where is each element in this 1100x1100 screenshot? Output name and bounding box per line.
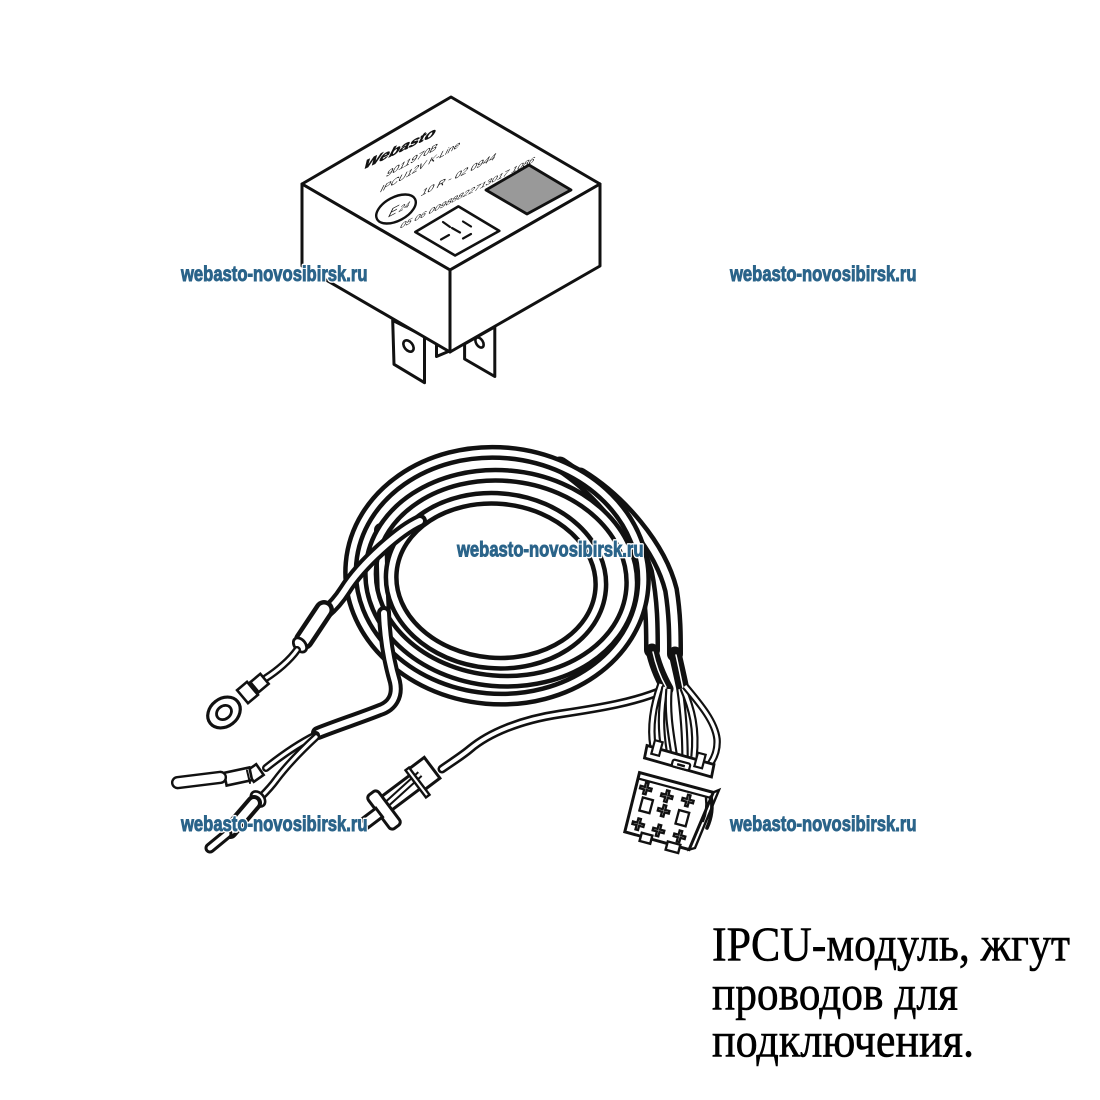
svg-text:webasto-novosibirsk.ru: webasto-novosibirsk.ru <box>180 813 367 836</box>
svg-text:webasto-novosibirsk.ru: webasto-novosibirsk.ru <box>456 539 643 562</box>
svg-text:подключения.: подключения. <box>712 1013 974 1068</box>
svg-text:webasto-novosibirsk.ru: webasto-novosibirsk.ru <box>180 813 367 836</box>
svg-text:IPCU-модуль, жгут: IPCU-модуль, жгут <box>712 917 1070 972</box>
svg-text:webasto-novosibirsk.ru: webasto-novosibirsk.ru <box>456 539 643 562</box>
svg-text:webasto-novosibirsk.ru: webasto-novosibirsk.ru <box>180 263 367 286</box>
svg-text:webasto-novosibirsk.ru: webasto-novosibirsk.ru <box>729 263 916 286</box>
svg-text:webasto-novosibirsk.ru: webasto-novosibirsk.ru <box>180 263 367 286</box>
svg-text:webasto-novosibirsk.ru: webasto-novosibirsk.ru <box>729 813 916 836</box>
svg-text:webasto-novosibirsk.ru: webasto-novosibirsk.ru <box>729 813 916 836</box>
svg-text:webasto-novosibirsk.ru: webasto-novosibirsk.ru <box>729 263 916 286</box>
svg-text:проводов для: проводов для <box>712 966 958 1021</box>
